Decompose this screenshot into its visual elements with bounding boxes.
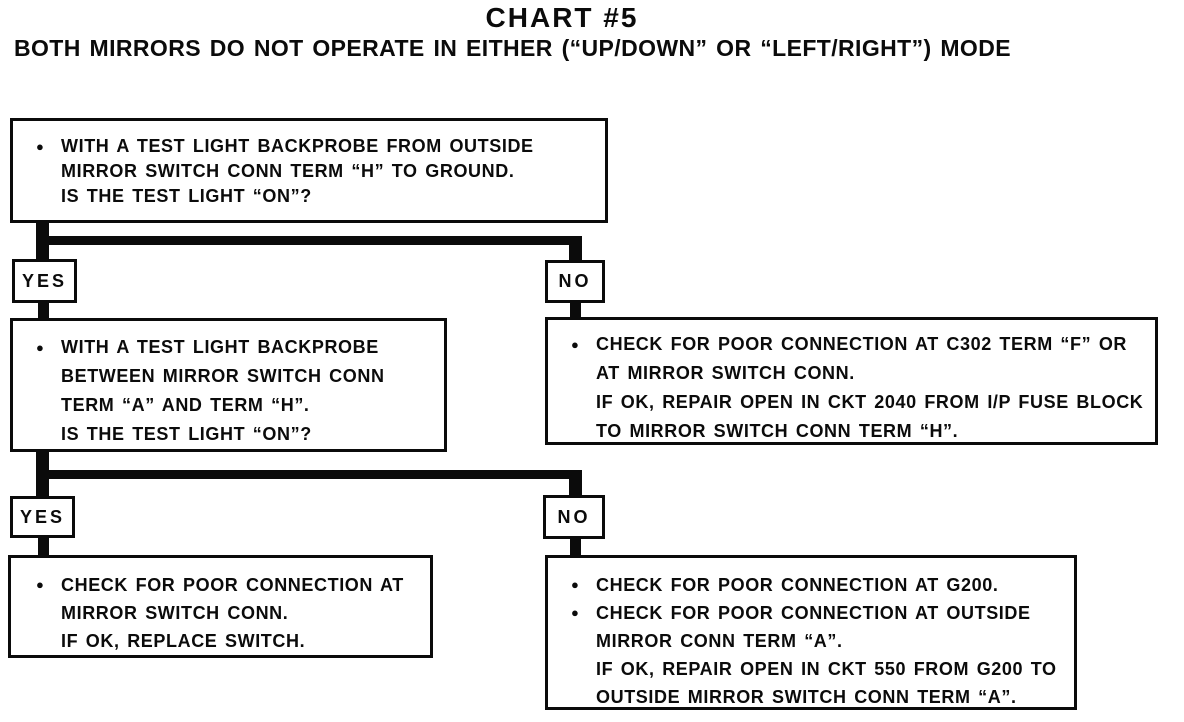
yes-label-1: YES (12, 259, 77, 303)
box-text-line: IF OK, REPAIR OPEN IN CKT 2040 FROM I/P … (596, 392, 1144, 412)
yes-label-text: YES (21, 270, 68, 291)
box-text: CHECK FOR POOR CONNECTION AT OUTSIDE MIR… (596, 599, 1068, 711)
box-text-line: BETWEEN MIRROR SWITCH CONN (61, 366, 385, 386)
bullet-row: ● CHECK FOR POOR CONNECTION AT MIRROR SW… (36, 571, 422, 655)
box-text-line: MIRROR CONN TERM “A”. (596, 631, 843, 651)
box-text: WITH A TEST LIGHT BACKPROBE BETWEEN MIRR… (61, 333, 436, 449)
bullet-icon: ● (36, 340, 45, 355)
box-text-line: TERM “A” AND TERM “H”. (61, 395, 310, 415)
no-label-text: NO (557, 506, 591, 527)
question-box-2: ● WITH A TEST LIGHT BACKPROBE BETWEEN MI… (10, 318, 447, 452)
yes-label-2: YES (10, 496, 75, 538)
box-text-line: MIRROR SWITCH CONN. (61, 603, 289, 623)
bullet-row: ● CHECK FOR POOR CONNECTION AT OUTSIDE M… (571, 599, 1068, 711)
bullet-row: ● CHECK FOR POOR CONNECTION AT C302 TERM… (571, 330, 1149, 446)
bullet-icon: ● (571, 577, 580, 592)
connector-no1-stub (570, 302, 581, 318)
box-text: CHECK FOR POOR CONNECTION AT G200. (596, 571, 1068, 599)
chart-title: CHART #5 (485, 2, 639, 33)
connector-branch2-bar (36, 470, 582, 479)
box-text-line: CHECK FOR POOR CONNECTION AT (61, 575, 404, 595)
chart-subtitle: BOTH MIRRORS DO NOT OPERATE IN EITHER (“… (14, 35, 1011, 61)
box-text-line: OUTSIDE MIRROR SWITCH CONN TERM “A”. (596, 687, 1017, 707)
bullet-row: ● WITH A TEST LIGHT BACKPROBE BETWEEN MI… (36, 333, 436, 449)
box-text-line: IF OK, REPLACE SWITCH. (61, 631, 306, 651)
yes-label-text: YES (19, 506, 66, 527)
box-text-line: CHECK FOR POOR CONNECTION AT C302 TERM “… (596, 334, 1128, 354)
bullet-icon: ● (571, 605, 580, 620)
no-label-text: NO (558, 271, 592, 291)
box-text-line: MIRROR SWITCH CONN TERM “H” TO GROUND. (61, 161, 515, 181)
box-text-line: AT MIRROR SWITCH CONN. (596, 363, 855, 383)
no-label-1: NO (545, 260, 605, 303)
bullet-icon: ● (571, 337, 580, 352)
box-text-line: IF OK, REPAIR OPEN IN CKT 550 FROM G200 … (596, 659, 1057, 679)
bullet-row: ● CHECK FOR POOR CONNECTION AT G200. (571, 571, 1068, 599)
connector-branch2-right-vertical (569, 470, 582, 497)
connector-yes2-stub (38, 537, 49, 556)
box-text-line: CHECK FOR POOR CONNECTION AT OUTSIDE (596, 603, 1031, 623)
connector-branch1-right-vertical (569, 236, 582, 261)
action-box-yes2: ● CHECK FOR POOR CONNECTION AT MIRROR SW… (8, 555, 433, 658)
connector-yes1-stub (38, 302, 49, 319)
box-text-line: CHECK FOR POOR CONNECTION AT G200. (596, 575, 999, 595)
box-text-line: IS THE TEST LIGHT “ON”? (61, 424, 312, 444)
question-box-1: ● WITH A TEST LIGHT BACKPROBE FROM OUTSI… (10, 118, 608, 223)
action-box-no1: ● CHECK FOR POOR CONNECTION AT C302 TERM… (545, 317, 1158, 445)
box-text-line: WITH A TEST LIGHT BACKPROBE (61, 337, 379, 357)
bullet-icon: ● (36, 577, 45, 592)
box-text: CHECK FOR POOR CONNECTION AT C302 TERM “… (596, 330, 1149, 446)
box-text: WITH A TEST LIGHT BACKPROBE FROM OUTSIDE… (61, 134, 597, 209)
box-text-line: TO MIRROR SWITCH CONN TERM “H”. (596, 421, 959, 441)
bullet-icon: ● (36, 139, 45, 154)
connector-branch1-bar (36, 236, 582, 245)
action-box-no2: ● CHECK FOR POOR CONNECTION AT G200. ● C… (545, 555, 1077, 710)
box-text-line: WITH A TEST LIGHT BACKPROBE FROM OUTSIDE (61, 136, 534, 156)
no-label-2: NO (543, 495, 605, 539)
bullet-row: ● WITH A TEST LIGHT BACKPROBE FROM OUTSI… (36, 134, 597, 209)
box-text: CHECK FOR POOR CONNECTION AT MIRROR SWIT… (61, 571, 422, 655)
connector-no2-stub (570, 538, 581, 556)
box-text-line: IS THE TEST LIGHT “ON”? (61, 186, 312, 206)
